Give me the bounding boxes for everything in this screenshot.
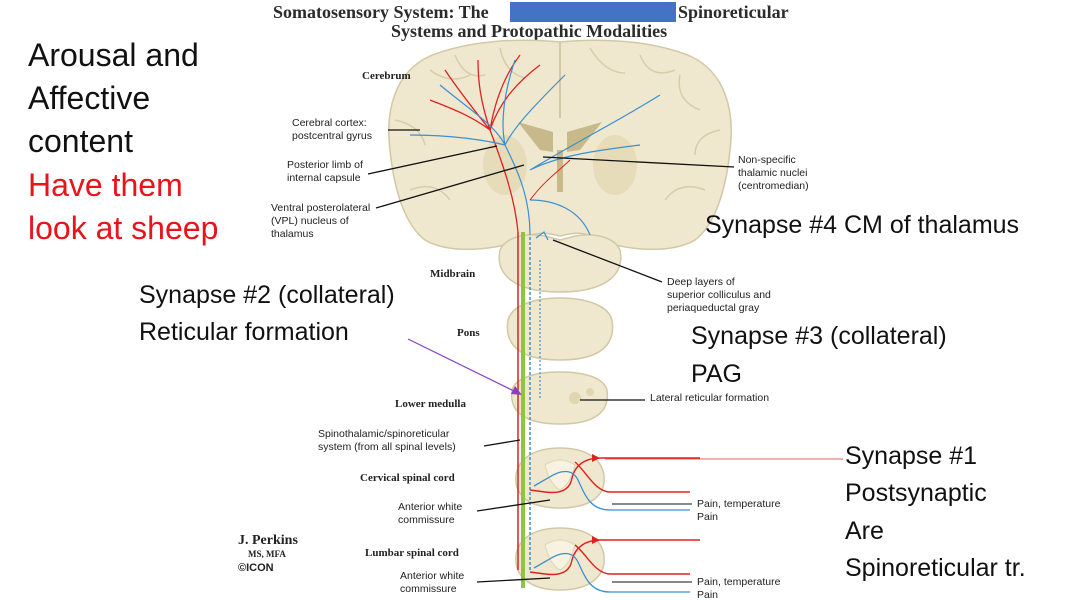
pons-shape [506,297,614,361]
heading-midbrain: Midbrain [430,268,476,280]
label-pain-lumbar: Pain, temperature Pain [697,576,781,600]
label-pain-cervical: Pain, temperature Pain [697,498,781,523]
cervical-entry-fibers [529,457,700,494]
diagram-title-line2: Systems and Protopathic Modalities [391,21,668,41]
note-have-them: Have them [28,167,183,203]
blue-fibers-to-cortex [409,59,661,236]
lumbar-entry-fibers [529,539,700,576]
cerebrum-shape [388,39,732,251]
credit-name: J. Perkins [238,533,298,548]
credit-degree: MS, MFA [248,549,286,559]
label-lateral-reticular: Lateral reticular formation [650,392,770,404]
heading-lumbar-cord: Lumbar spinal cord [365,547,459,559]
label-deep-layers: Deep layers of superior colliculus and p… [667,276,771,314]
synapse2-note-line1: Synapse #2 (collateral) [139,281,395,309]
label-vpl: Ventral posterolateral (VPL) nucleus of … [271,202,371,240]
label-spinothalamic: Spinothalamic/spinoreticular system (fro… [318,428,456,453]
label-cortex: Cerebral cortex: postcentral gyrus [292,117,372,142]
artist-credit: J. Perkins MS, MFA ©ICON [238,533,298,576]
synapse1-note-line2: Postsynaptic [845,479,987,507]
note-content: content [28,123,133,159]
label-capsule: Posterior limb of internal capsule [287,159,363,184]
synapse2-note-line2: Reticular formation [139,318,349,346]
awc1-leader [476,499,551,512]
deep-leader [552,239,663,283]
synapse4-note: Synapse #4 CM of thalamus [705,211,1020,239]
synapse3-note-line2: PAG [691,360,742,388]
reticular-arrow [407,338,519,394]
diagram-title-line1-right: Spinoreticular [678,2,789,22]
synapse1-note-line3: Are [845,517,884,545]
label-anterior-commissure-lumbar: Anterior white commissure [400,570,465,595]
redacted-title-box [510,2,676,22]
nonspec-leader [542,156,735,168]
synapse1-note-line1: Synapse #1 [845,442,978,470]
diagram-title-line1-left: Somatosensory System: The [273,2,489,22]
awc2-leader [476,577,551,583]
label-anterior-commissure-cervical: Anterior white commissure [398,501,463,526]
red-fibers-to-cortex [429,54,541,233]
note-affective: Affective [28,80,151,116]
note-look-at-sheep: look at sheep [28,210,219,246]
vpl-leader [375,164,525,209]
synapse3-note-line1: Synapse #3 (collateral) [691,322,947,350]
lateral-ventricles [518,122,602,152]
capsule-leader [367,145,498,175]
medulla-shape [510,371,609,425]
heading-lower-medulla: Lower medulla [395,398,466,410]
heading-cervical-cord: Cervical spinal cord [360,472,455,484]
credit-logo: ©ICON [238,562,274,574]
heading-cerebrum: Cerebrum [362,70,411,82]
note-arousal: Arousal and [28,37,199,73]
label-nonspecific-thalamic: Non-specific thalamic nuclei (centromedi… [738,154,809,192]
synapse1-note-line4: Spinoreticular tr. [845,554,1026,582]
heading-pons: Pons [457,327,480,339]
spino-leader [483,439,521,447]
